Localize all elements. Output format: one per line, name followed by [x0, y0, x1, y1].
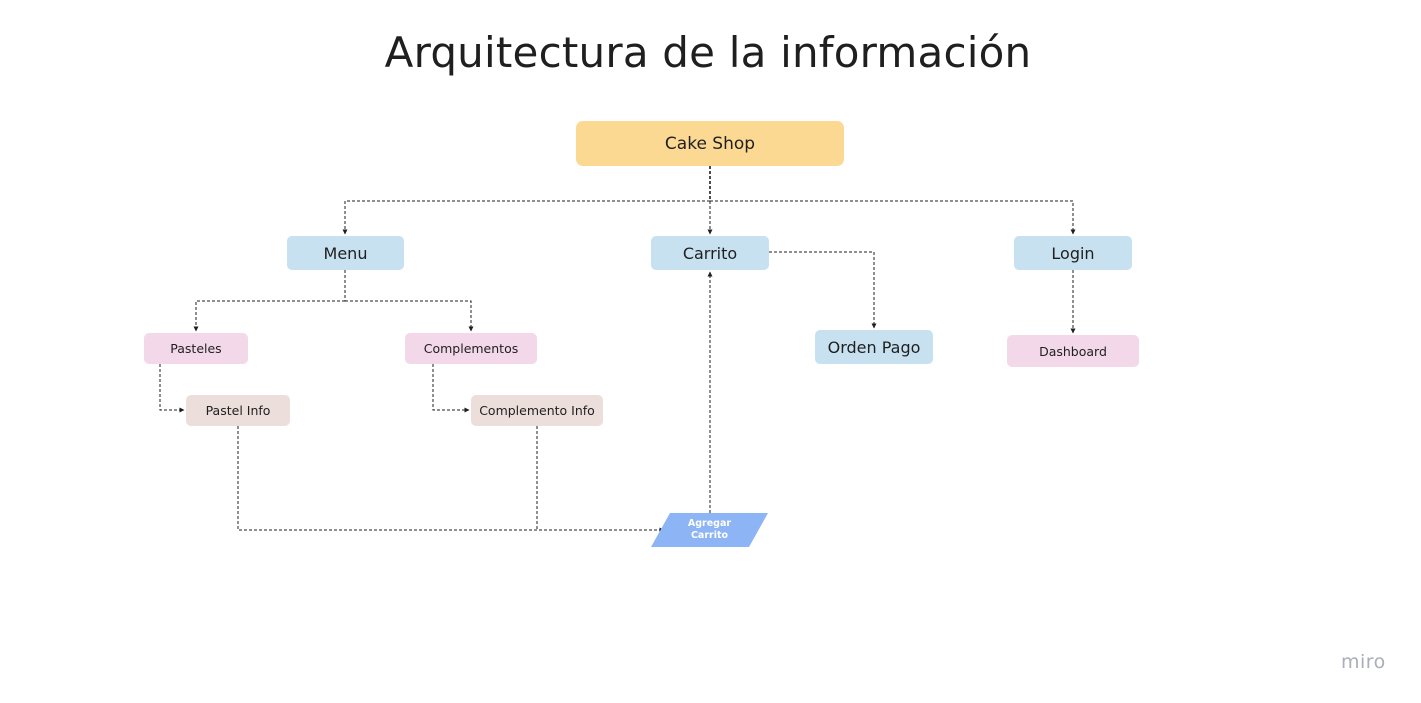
- edge-menu-complementos: [345, 300, 474, 332]
- edge-root-login: [710, 200, 1076, 235]
- node-complementos[interactable]: Complementos: [405, 333, 537, 364]
- node-cake-shop-label: Cake Shop: [664, 133, 756, 154]
- node-pasteles-label: Pasteles: [170, 341, 222, 356]
- node-dashboard[interactable]: Dashboard: [1007, 335, 1139, 367]
- node-complemento-info-label: Complemento Info: [479, 403, 595, 418]
- node-cake-shop[interactable]: Cake Shop: [576, 121, 844, 166]
- node-pastel-info-label: Pastel Info: [205, 403, 271, 418]
- node-agregar-carrito-label: Agregar Carrito: [687, 518, 732, 541]
- node-complementos-label: Complementos: [423, 341, 519, 356]
- node-carrito[interactable]: Carrito: [651, 236, 769, 270]
- node-menu-label: Menu: [323, 243, 368, 263]
- edge-pasteles-pastelinfo: [159, 364, 185, 413]
- node-menu[interactable]: Menu: [287, 236, 404, 270]
- node-login[interactable]: Login: [1014, 236, 1132, 270]
- page-title: Arquitectura de la información: [384, 28, 1032, 77]
- node-agregar-carrito[interactable]: Agregar Carrito: [651, 513, 768, 547]
- node-complemento-info[interactable]: Complemento Info: [471, 395, 603, 426]
- node-login-label: Login: [1051, 243, 1095, 263]
- node-orden-pago[interactable]: Orden Pago: [815, 330, 933, 364]
- edge-complementos-complinfo: [432, 364, 470, 413]
- miro-logo: miro: [1341, 651, 1386, 673]
- edge-pastelinfo-agregar: [237, 426, 665, 533]
- edge-carrito-orden: [769, 251, 877, 329]
- node-orden-pago-label: Orden Pago: [827, 337, 921, 357]
- edge-root-menu: [342, 200, 710, 235]
- node-carrito-label: Carrito: [682, 243, 738, 263]
- edge-menu-pasteles: [193, 300, 345, 332]
- parallelogram-shape: [651, 513, 768, 547]
- node-dashboard-label: Dashboard: [1039, 343, 1107, 359]
- node-pasteles[interactable]: Pasteles: [144, 333, 248, 364]
- node-pastel-info[interactable]: Pastel Info: [186, 395, 290, 426]
